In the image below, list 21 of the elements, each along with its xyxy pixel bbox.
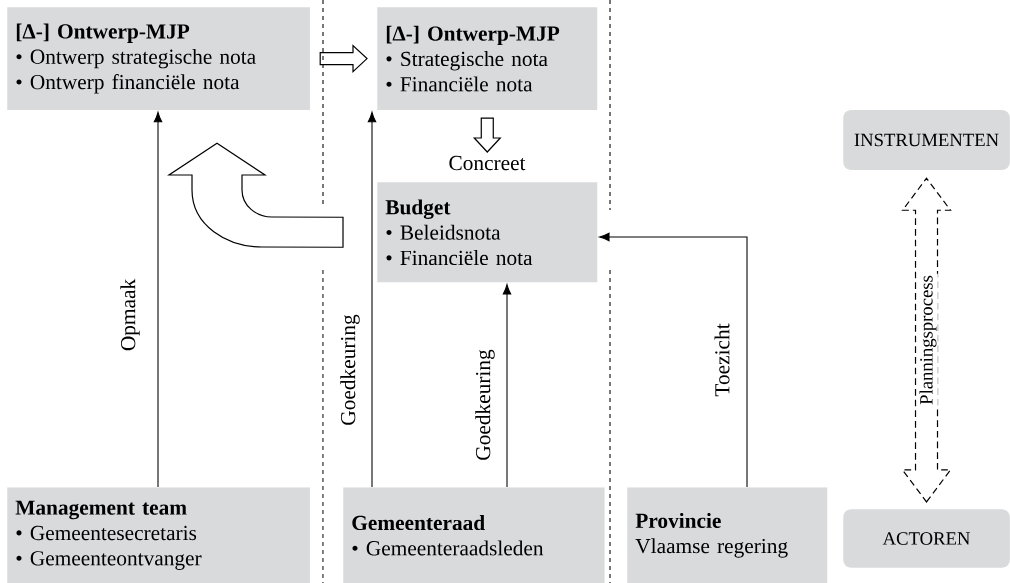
category-box: INSTRUMENTEN xyxy=(843,110,1010,170)
arrow xyxy=(367,111,377,488)
block-arrow xyxy=(319,44,368,73)
text-box: Provincie Vlaamse regering xyxy=(627,487,828,583)
text-box: [Δ-] Ontwerp-MJP • Ontwerp strategische nota • Ontwerp financiële nota xyxy=(7,7,310,110)
arrow xyxy=(153,111,163,488)
edge-label: Opmaak xyxy=(119,277,141,353)
text-box: Gemeenteraad • Gemeenteraadsleden xyxy=(343,487,605,583)
edge-label: Planningsprocess xyxy=(918,273,938,407)
category-box: ACTOREN xyxy=(843,509,1010,568)
edge-label: Goedkeuring xyxy=(473,348,497,463)
block-arrow xyxy=(472,117,502,153)
arrow xyxy=(502,284,512,488)
edge-label: Goedkeuring xyxy=(338,313,362,428)
text-box: Budget • Beleidsnota • Financiële nota xyxy=(377,182,598,283)
text-box: [Δ-] Ontwerp-MJP • Strategische nota • Financiële nota xyxy=(377,7,598,110)
edge-label: Toezicht xyxy=(713,322,731,398)
edge-label: Concreet xyxy=(447,154,527,172)
text-box: Management team • Gemeentesecretaris • Gemeenteontvanger xyxy=(7,487,310,583)
block-arrow xyxy=(168,142,344,248)
arrow xyxy=(599,232,748,488)
